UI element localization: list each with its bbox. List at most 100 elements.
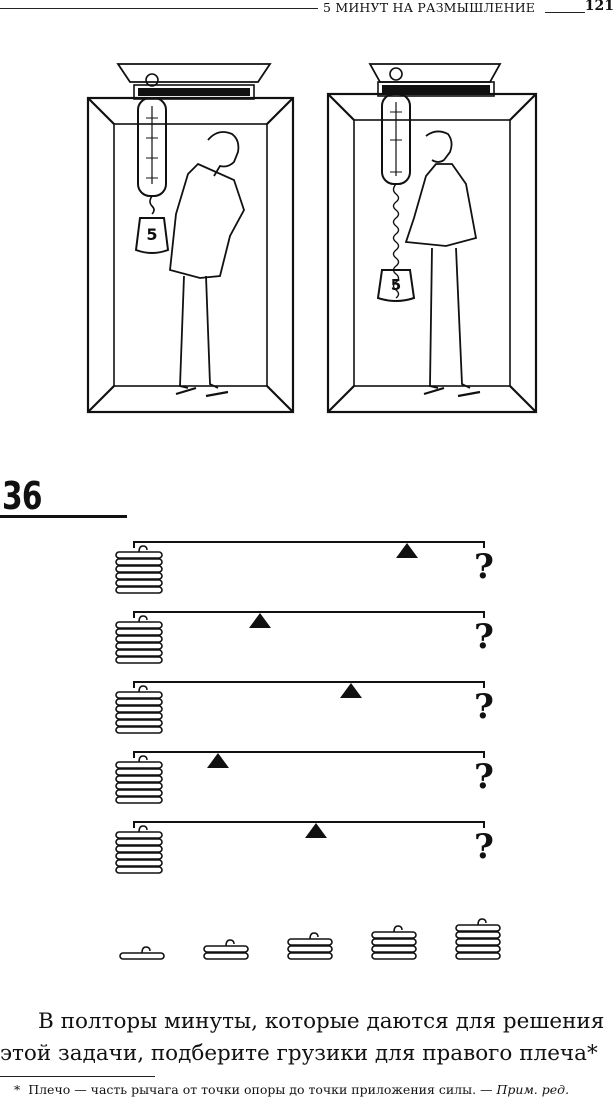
weight-hook — [309, 932, 319, 940]
weight-stack — [203, 939, 249, 960]
question-mark: ? — [474, 687, 494, 727]
fulcrum — [305, 823, 327, 838]
weight-hook — [138, 615, 148, 623]
weight-disc — [287, 938, 333, 946]
weight-disc — [287, 945, 333, 953]
fulcrum — [340, 683, 362, 698]
weight-disc — [115, 635, 163, 643]
weight-disc — [115, 852, 163, 860]
weight-stack — [115, 615, 163, 664]
question-mark: ? — [474, 547, 494, 587]
weight-disc — [115, 572, 163, 580]
weight-disc — [115, 579, 163, 587]
weight-disc — [115, 565, 163, 573]
problem-text: В полторы минуты, которые даются для реш… — [0, 1006, 616, 1070]
lever-bar — [133, 821, 485, 828]
weight-hook — [138, 825, 148, 833]
footnote: * Плечо — часть рычага от точки опоры до… — [14, 1082, 569, 1097]
weight-stack — [115, 755, 163, 804]
lever-bar — [133, 681, 485, 688]
weight-hook — [225, 939, 235, 947]
weight-hook — [393, 925, 403, 933]
weight-hook — [138, 755, 148, 763]
lever-bar — [133, 611, 485, 618]
weight-disc — [115, 698, 163, 706]
weight-disc — [115, 621, 163, 629]
page-header: 5 МИНУТ НА РАЗМЫШЛЕНИЕ 121 — [0, 0, 616, 22]
weight-disc — [371, 952, 417, 960]
footnote-marker: * — [14, 1082, 21, 1097]
weight-disc — [455, 924, 501, 932]
weight-disc — [455, 931, 501, 939]
problem-text-line-1: В полторы минуты, которые даются для реш… — [38, 1009, 605, 1034]
weight-disc — [115, 845, 163, 853]
editor-note: Прим. ред. — [496, 1082, 570, 1097]
header-rule — [0, 8, 318, 9]
question-mark: ? — [474, 827, 494, 867]
weight-disc — [115, 551, 163, 559]
weight-disc — [455, 938, 501, 946]
weight-stack — [115, 545, 163, 594]
weight-disc — [115, 859, 163, 867]
weight-disc — [115, 719, 163, 727]
weight-disc — [115, 691, 163, 699]
right-elevator — [326, 63, 538, 414]
weight-disc — [115, 838, 163, 846]
weight-disc — [115, 705, 163, 713]
weight-hook — [138, 685, 148, 693]
weight-disc — [115, 712, 163, 720]
weight-disc — [203, 945, 249, 953]
question-mark: ? — [474, 757, 494, 797]
problem-number: 36 — [2, 474, 42, 518]
running-title: 5 МИНУТ НА РАЗМЫШЛЕНИЕ — [323, 0, 536, 15]
footnote-rule — [0, 1076, 155, 1077]
header-rule-right — [545, 12, 585, 13]
weight-options — [119, 918, 501, 960]
weight-disc — [115, 628, 163, 636]
lever-1: ? — [115, 541, 494, 594]
weight-disc — [371, 938, 417, 946]
weight-disc — [115, 761, 163, 769]
weight-disc — [115, 726, 163, 734]
page-number: 121 — [584, 0, 614, 14]
weight-disc — [115, 789, 163, 797]
weight-disc — [115, 831, 163, 839]
weight-disc — [115, 586, 163, 594]
left-weight-label: 5 — [146, 225, 157, 244]
weight-disc — [115, 796, 163, 804]
right-weight-label: 5 — [391, 276, 401, 294]
weight-disc — [115, 656, 163, 664]
problem-text-line-2: этой задачи, подберите грузики для право… — [0, 1041, 598, 1066]
weight-disc — [203, 952, 249, 960]
lever-4: ? — [115, 751, 494, 804]
weight-disc — [115, 642, 163, 650]
weight-stack — [455, 918, 501, 960]
weight-disc — [287, 952, 333, 960]
weight-disc — [115, 866, 163, 874]
elevator-illustration: 5 5 — [86, 63, 538, 414]
weight-stack — [371, 925, 417, 960]
lever-5: ? — [115, 821, 494, 874]
question-mark: ? — [474, 617, 494, 657]
fulcrum — [249, 613, 271, 628]
weight-stack — [115, 825, 163, 874]
lever-bar — [133, 541, 485, 548]
weight-hook — [477, 918, 487, 926]
weight-disc — [371, 945, 417, 953]
weight-disc — [115, 649, 163, 657]
weight-disc — [115, 558, 163, 566]
weight-stack — [119, 946, 165, 960]
weight-stack — [115, 685, 163, 734]
weight-hook — [138, 545, 148, 553]
weight-hook — [141, 946, 151, 954]
lever-bar — [133, 751, 485, 758]
problem-rule — [0, 515, 127, 518]
lever-2: ? — [115, 611, 494, 664]
weight-disc — [115, 782, 163, 790]
weight-disc — [371, 931, 417, 939]
weight-stack — [287, 932, 333, 960]
left-elevator — [86, 63, 295, 414]
weight-disc — [119, 952, 165, 960]
weight-disc — [115, 775, 163, 783]
lever-puzzles: ????? — [115, 541, 494, 874]
